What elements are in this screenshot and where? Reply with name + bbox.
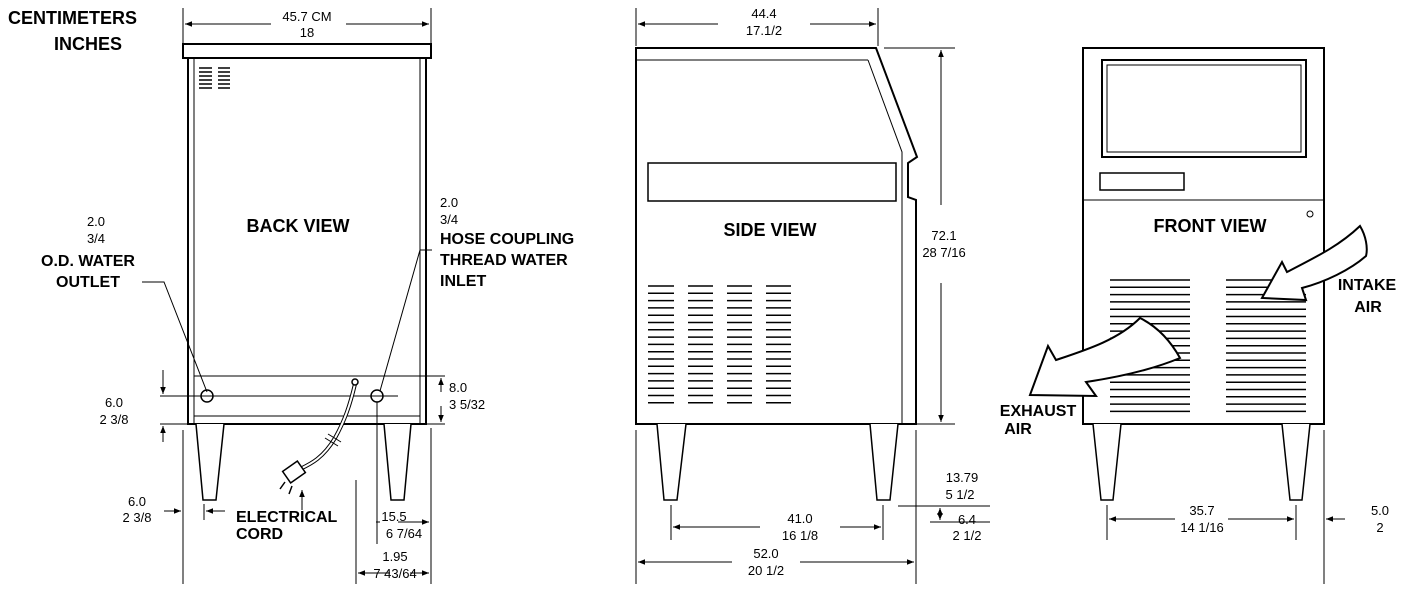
inlet-size-in: 3/4 [440,212,458,227]
overall-depth-cm: 52.0 [753,546,778,561]
side-view-title: SIDE VIEW [723,220,816,240]
cord-label-1: ELECTRICAL [236,509,338,526]
front-leg-span-cm: 35.7 [1189,503,1214,518]
front-handle-slot [1099,172,1185,191]
inlet-height-in: 3 5/32 [449,397,485,412]
leg-height-in: 5 1/2 [946,487,975,502]
units-line-in: INCHES [54,34,122,54]
back-view [182,43,432,501]
front-leg-left [1092,423,1122,501]
side-depth-cm: 44.4 [751,6,776,21]
inlet-offset-in: 6 7/64 [386,526,422,541]
back-body [187,57,427,425]
outlet-height-in: 2 3/8 [100,412,129,427]
units-line-cm: CENTIMETERS [8,8,137,28]
inlet-height-cm: 8.0 [449,380,467,395]
inlet-offset-cm: 15.5 [381,509,406,524]
back-width-cm: 45.7 CM [282,9,331,24]
leg-height-cm: 13.79 [946,470,979,485]
front-leg-right [1281,423,1311,501]
side-leg-left [656,423,687,501]
intake-label-1: INTAKE [1338,277,1397,294]
cord-label-2: CORD [236,526,283,543]
back-view-title: BACK VIEW [247,216,350,236]
inlet-label-3: INLET [440,273,486,290]
overall-depth-in: 20 1/2 [748,563,784,578]
back-top-cap [182,43,432,59]
plug-icon [281,460,307,484]
side-leg-right [869,423,899,501]
outlet-size-cm: 2.0 [87,214,105,229]
back-leg-left [195,423,225,501]
front-view-title: FRONT VIEW [1154,216,1267,236]
outlet-height-cm: 6.0 [105,395,123,410]
height-in: 28 7/16 [922,245,965,260]
leg-offset-in: 2 3/8 [123,510,152,525]
front-indicator-light [1306,210,1314,218]
side-leg-span-cm: 41.0 [787,511,812,526]
outlet-size-in: 3/4 [87,231,105,246]
front-leg-span-in: 14 1/16 [1180,520,1223,535]
leg-offset-cm: 6.0 [128,494,146,509]
outlet-label-1: O.D. WATER [41,253,135,270]
side-depth-in: 17.1/2 [746,23,782,38]
back-width-in: 18 [300,25,314,40]
side-panel-slot [647,162,897,202]
inlet-label-2: THREAD WATER [440,252,568,269]
front-door [1101,59,1307,158]
exhaust-label-1: EXHAUST [1000,403,1077,420]
foot-cm: 6.4 [958,512,976,527]
back-leg-right [383,423,412,501]
outlet-label-2: OUTLET [56,274,120,291]
side-view [635,47,919,501]
inlet-size-cm: 2.0 [440,195,458,210]
inlet-label-1: HOSE COUPLING [440,231,574,248]
back-vent [199,67,230,89]
leg-inset-in: 7 43/64 [373,566,416,581]
foot-in: 2 1/2 [953,528,982,543]
front-vent-right [1226,279,1306,413]
height-cm: 72.1 [931,228,956,243]
side-vent [648,285,791,404]
front-view [1028,47,1368,501]
exhaust-air-arrow-icon [1028,316,1182,398]
side-leg-span-in: 16 1/8 [782,528,818,543]
intake-air-arrow-icon [1260,224,1368,302]
leg-inset-cm: 1.95 [382,549,407,564]
intake-label-2: AIR [1354,299,1382,316]
side-offset-cm: 5.0 [1371,503,1389,518]
side-offset-in: 2 [1376,520,1383,535]
exhaust-label-2: AIR [1004,421,1032,438]
